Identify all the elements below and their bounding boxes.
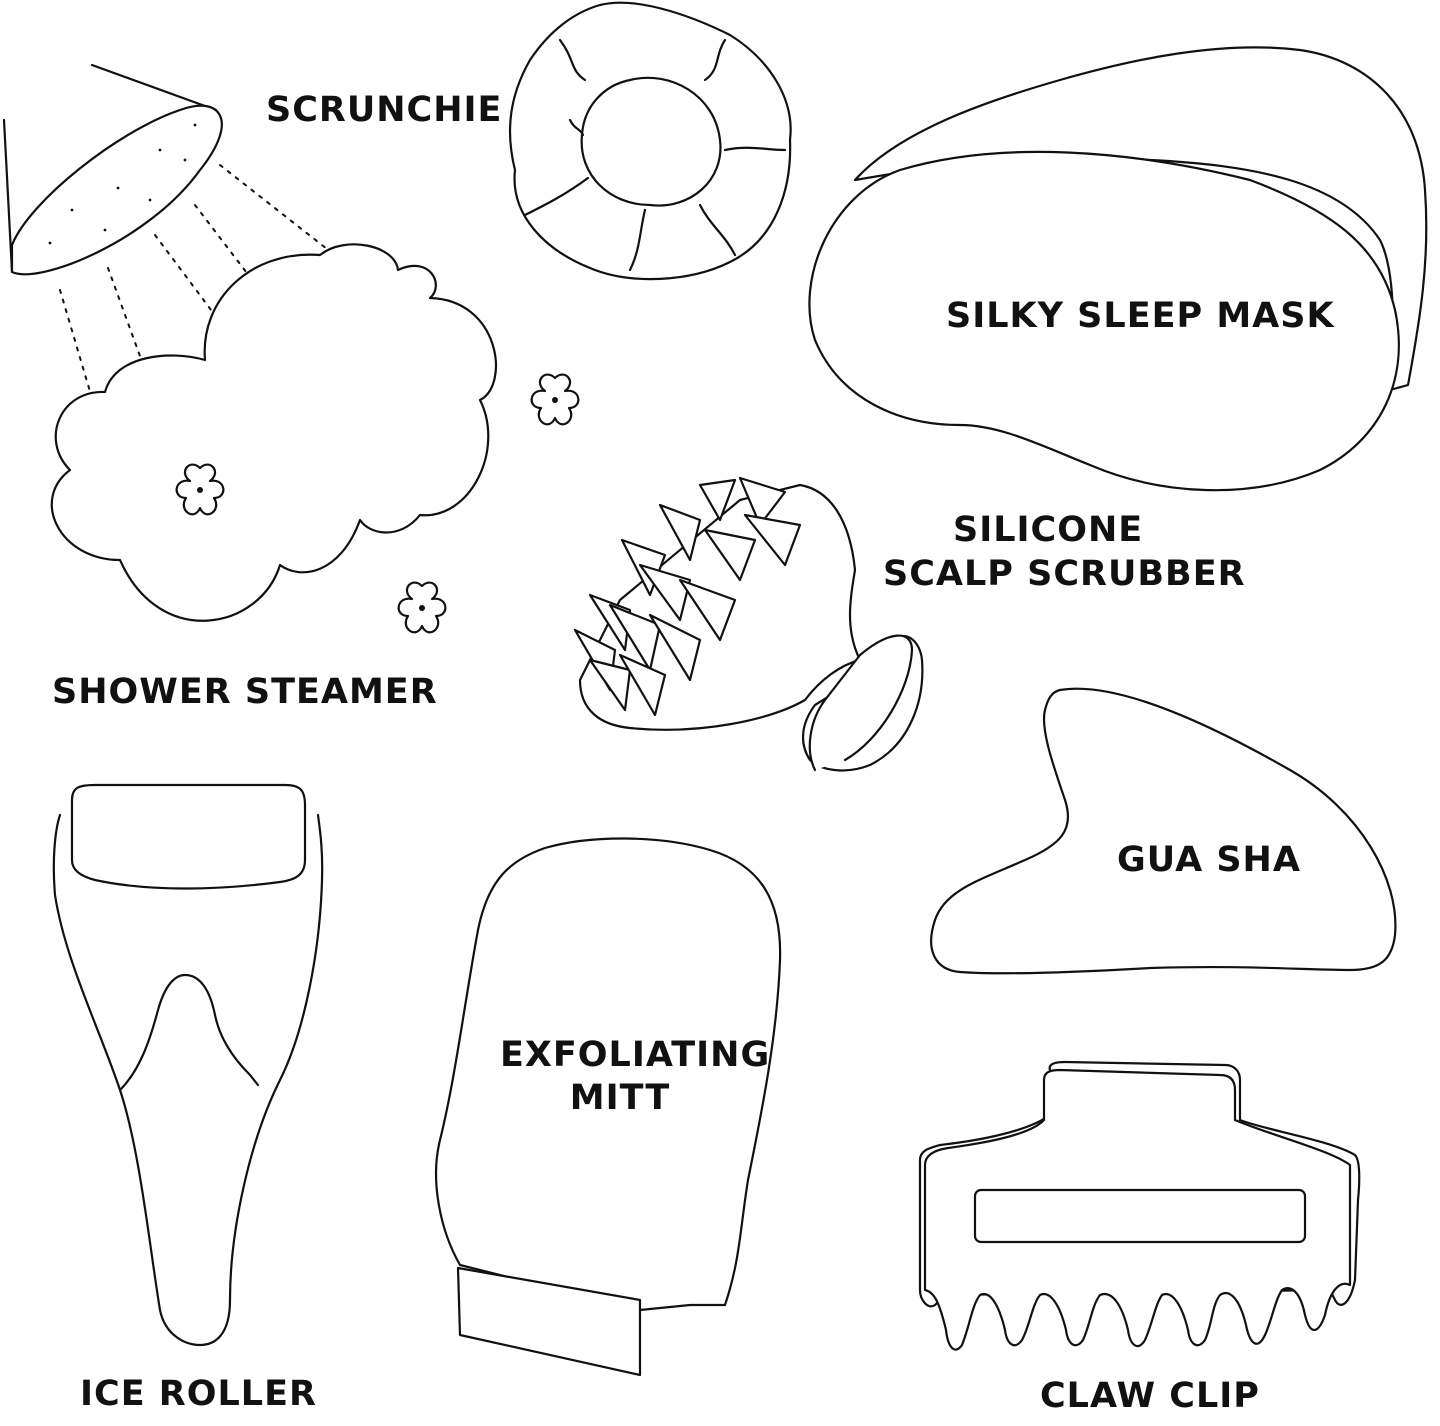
scalp-scrubber-icon bbox=[573, 476, 924, 772]
claw-clip-label: CLAW CLIP bbox=[1040, 1376, 1260, 1416]
exfoliating-mitt-label-line2: MITT bbox=[569, 1078, 671, 1118]
gua-sha-icon bbox=[930, 687, 1397, 975]
sleep-mask-icon bbox=[808, 46, 1428, 492]
ice-roller-label: ICE ROLLER bbox=[80, 1374, 317, 1414]
gua-sha-label: GUA SHA bbox=[1117, 840, 1301, 880]
claw-clip-icon bbox=[918, 1060, 1361, 1351]
scalp-scrubber-label-line1: SILICONE bbox=[953, 510, 1144, 550]
exfoliating-mitt-label-line1: EXFOLIATING bbox=[500, 1035, 771, 1075]
flower-icon bbox=[530, 373, 580, 426]
exfoliating-mitt-icon bbox=[434, 837, 782, 1377]
flower-icon bbox=[175, 463, 225, 516]
ice-roller-icon bbox=[52, 783, 324, 1347]
flower-icon bbox=[397, 581, 447, 634]
scalp-scrubber-label-line2: SCALP SCRUBBER bbox=[883, 554, 1246, 594]
steam-cloud-icon bbox=[50, 243, 498, 622]
shower-steamer-label: SHOWER STEAMER bbox=[52, 672, 438, 712]
scrunchie-icon bbox=[508, 1, 792, 281]
scrunchie-label: SCRUNCHIE bbox=[266, 90, 503, 130]
sleep-mask-label: SILKY SLEEP MASK bbox=[946, 296, 1335, 336]
